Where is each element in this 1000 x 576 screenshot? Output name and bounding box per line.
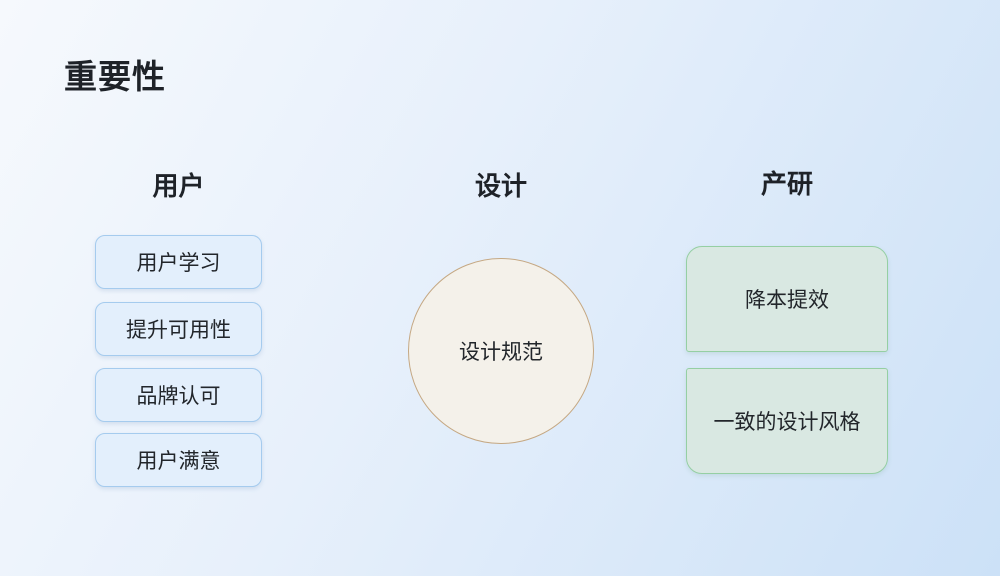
user-benefit-label: 品牌认可 (136, 385, 221, 408)
column-header-user: 用户 (152, 171, 205, 201)
design-spec-circle: 设计规范 (408, 258, 594, 444)
prod-benefit-label: 降本提效 (745, 289, 829, 312)
user-benefit-box-satisfaction: 用户满意 (95, 433, 262, 487)
user-benefit-box-learning: 用户学习 (95, 235, 262, 289)
prod-benefit-box-efficiency: 降本提效 (686, 246, 888, 352)
user-benefit-label: 用户满意 (136, 450, 221, 473)
user-benefit-label: 提升可用性 (126, 319, 231, 342)
user-benefit-box-brand: 品牌认可 (95, 368, 262, 422)
design-spec-label: 设计规范 (459, 341, 543, 364)
prod-benefit-box-consistency: 一致的设计风格 (686, 368, 888, 474)
prod-benefit-label: 一致的设计风格 (713, 411, 861, 434)
slide-title: 重要性 (64, 58, 166, 95)
column-header-design: 设计 (474, 171, 527, 201)
column-header-product-rnd: 产研 (760, 169, 813, 199)
user-benefit-label: 用户学习 (136, 252, 221, 275)
user-benefit-box-usability: 提升可用性 (95, 302, 262, 356)
